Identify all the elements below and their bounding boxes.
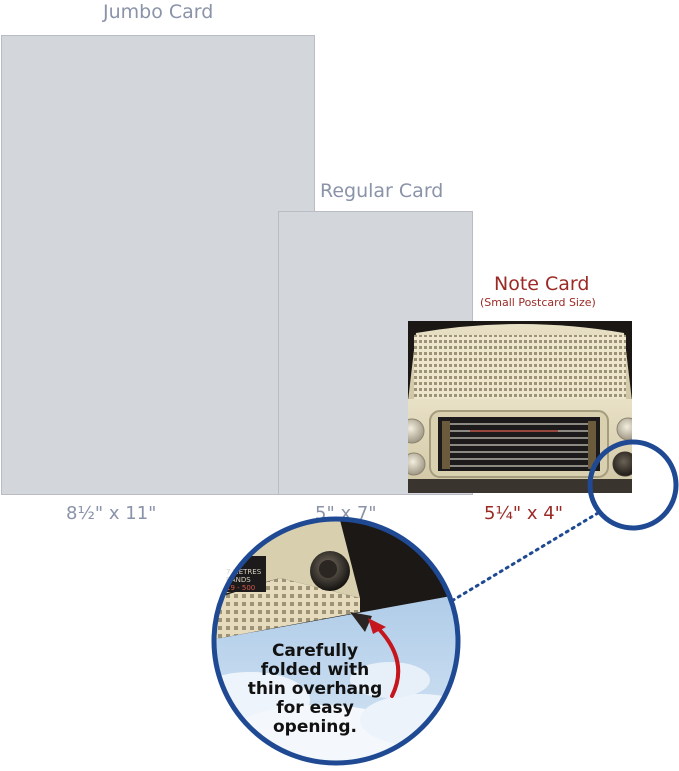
dotted-connector bbox=[438, 511, 600, 610]
note-card-label: Note Card bbox=[494, 273, 590, 295]
curved-arrow bbox=[374, 624, 401, 698]
zoom-bubble-border bbox=[211, 516, 461, 766]
jumbo-card-size: 8½" x 11" bbox=[66, 503, 157, 524]
note-card-sublabel: (Small Postcard Size) bbox=[480, 296, 596, 309]
highlight-circle bbox=[587, 439, 679, 531]
callout-line-3: thin overhang bbox=[247, 679, 383, 699]
callout-line-5: opening. bbox=[272, 717, 358, 737]
regular-card-label: Regular Card bbox=[320, 180, 444, 202]
note-card-size: 5¼" x 4" bbox=[484, 503, 564, 524]
callout-line-1: Carefully bbox=[271, 641, 359, 661]
callout-line-4: for easy bbox=[276, 698, 354, 718]
dial-text-3: 19 - 500 bbox=[226, 584, 255, 592]
callout-line-2: folded with bbox=[260, 660, 370, 680]
dial-text-2: BANDS bbox=[226, 576, 251, 584]
jumbo-card-label: Jumbo Card bbox=[103, 1, 214, 23]
callout-text: Carefully folded with thin overhang for … bbox=[240, 642, 390, 737]
dial-text-1: 7 METRES bbox=[226, 568, 262, 576]
